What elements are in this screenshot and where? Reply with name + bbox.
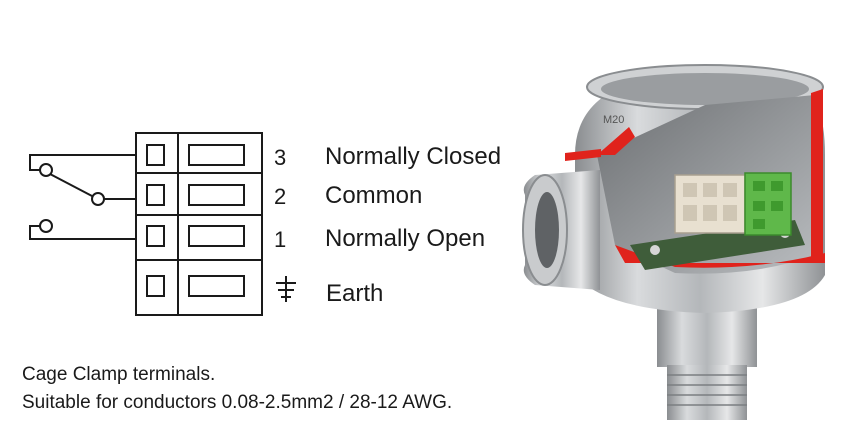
housing-stem <box>657 305 757 367</box>
terminal-2-label: Common <box>325 182 423 209</box>
sensor-housing-image: M20 <box>522 64 825 420</box>
terminal-1-slot <box>188 225 245 247</box>
terminal-1-number: 1 <box>274 227 287 252</box>
note-line-1: Cage Clamp terminals. <box>22 364 216 385</box>
note-line-2: Suitable for conductors 0.08-2.5mm2 / 28… <box>22 392 453 413</box>
earth-terminal-block <box>135 259 263 316</box>
seal-right <box>811 89 823 259</box>
switch-symbol <box>29 154 136 240</box>
terminal-3-label: Normally Closed <box>325 143 502 170</box>
seal-left <box>597 127 635 155</box>
terminal-block-green <box>744 172 792 236</box>
terminal-1-label: Normally Open <box>325 225 486 252</box>
earth-ground-icon <box>276 276 296 302</box>
terminal-2-slot <box>188 184 245 206</box>
thread-mark: M20 <box>603 114 624 126</box>
terminal-3-slot <box>188 144 245 166</box>
seal-bottom <box>615 245 825 268</box>
earth-clamp <box>146 275 165 297</box>
earth-label: Earth <box>326 280 384 307</box>
terminal-3-clamp <box>146 144 165 166</box>
terminal-1-clamp <box>146 225 165 247</box>
terminal-2-clamp <box>146 184 165 206</box>
terminal-2-number: 2 <box>274 184 287 209</box>
terminal-block-white <box>674 174 746 234</box>
housing-thread-bottom <box>667 365 747 420</box>
terminal-3-number: 3 <box>274 145 287 170</box>
earth-slot <box>188 275 245 297</box>
